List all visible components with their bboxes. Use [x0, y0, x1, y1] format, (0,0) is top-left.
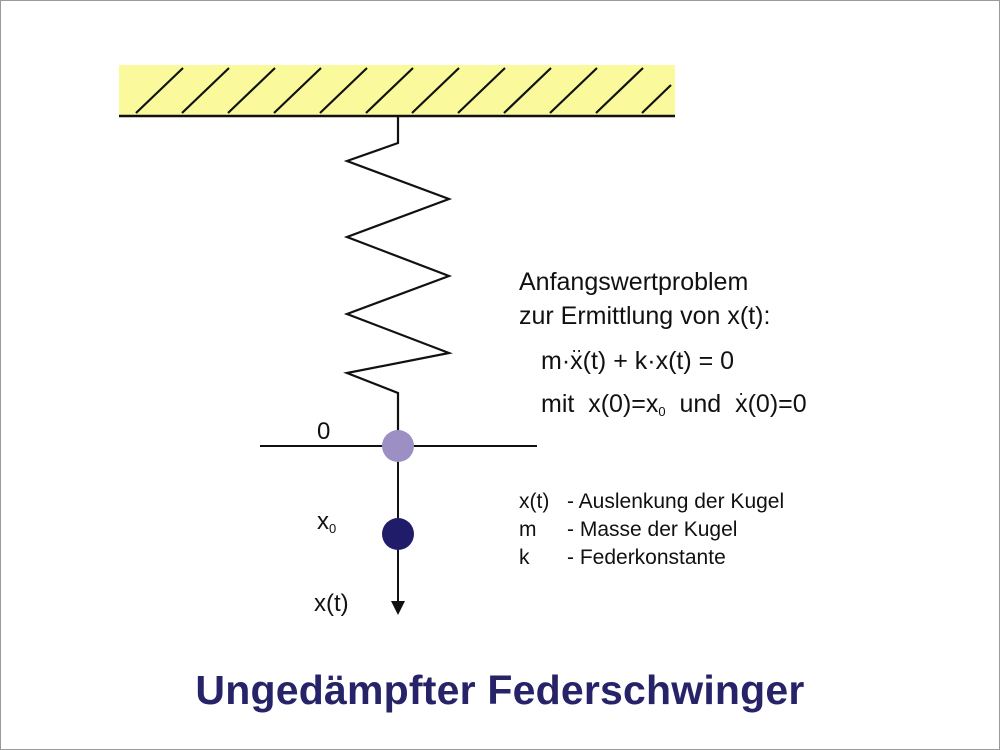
legend-symbol: m	[519, 518, 537, 541]
equation-initial: mit x(0)=x0 und x(0)=0	[541, 387, 807, 429]
label-zero: 0	[317, 418, 331, 445]
label-x0-base: x	[317, 508, 329, 535]
ceiling-hatching	[135, 67, 672, 114]
equation-motion: m·x(t) + k·x(t) = 0	[541, 344, 734, 378]
label-xt: x(t)	[314, 590, 349, 617]
legend-row: x(t) - Auslenkung der Kugel	[519, 488, 784, 516]
eq2-sub: 0	[658, 404, 666, 419]
ceiling-block	[119, 65, 675, 116]
eq2-x-dot: x	[735, 390, 748, 418]
legend-symbol: x(t)	[519, 490, 550, 513]
legend: x(t) - Auslenkung der Kugel m - Masse der …	[519, 488, 784, 572]
problem-heading-1: Anfangswertproblem	[519, 268, 749, 296]
label-x0-sub: 0	[329, 521, 337, 536]
legend-description: - Auslenkung der Kugel	[567, 490, 785, 513]
spring	[343, 116, 453, 446]
slide-title: Ungedämpfter Federschwinger	[195, 667, 805, 713]
eq2-part-b: und	[665, 390, 736, 418]
legend-row: k - Federkonstante	[519, 544, 784, 572]
label-x0: x0	[317, 508, 336, 536]
legend-symbol: k	[519, 546, 530, 569]
eq1-part-a: m·	[541, 347, 571, 375]
axis-arrowhead	[391, 601, 405, 615]
eq1-part-b: (t) + k·x(t) = 0	[582, 347, 735, 375]
ball-rest	[382, 430, 414, 462]
legend-row: m - Masse der Kugel	[519, 516, 784, 544]
legend-description: - Federkonstante	[567, 546, 726, 569]
problem-heading-2: zur Ermittlung von x(t):	[519, 302, 771, 330]
eq1-x-double-dot: x	[570, 347, 583, 375]
eq2-part-c: (0)=0	[747, 390, 807, 418]
eq2-part-a: mit x(0)=x	[541, 390, 659, 418]
legend-description: - Masse der Kugel	[567, 518, 738, 541]
ball-displaced	[382, 518, 414, 550]
